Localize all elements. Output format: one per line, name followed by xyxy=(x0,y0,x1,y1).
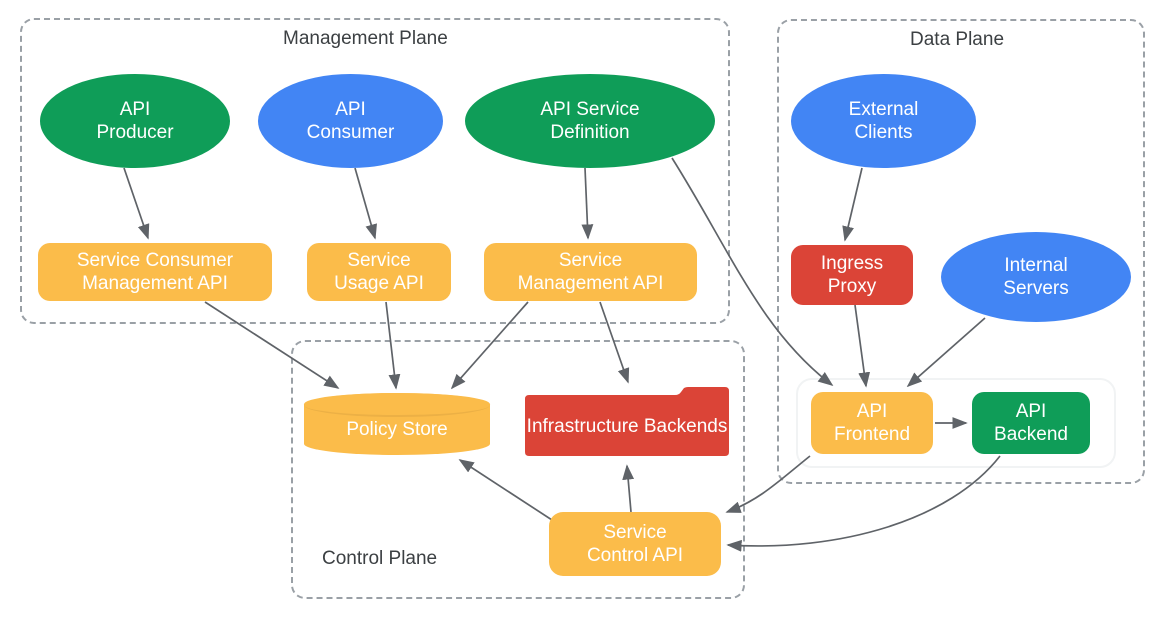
node-label-ingress-proxy: Ingress Proxy xyxy=(820,253,884,297)
node-infrastructure-backends[interactable]: Infrastructure Backends xyxy=(521,387,733,460)
node-service-control-api[interactable]: Service Control API xyxy=(549,512,721,576)
node-label-external-clients: External Clients xyxy=(848,99,919,143)
node-label-internal-servers: Internal Servers xyxy=(1003,255,1069,299)
node-service-usage-api[interactable]: Service Usage API xyxy=(307,243,451,301)
node-internal-servers[interactable]: Internal Servers xyxy=(941,232,1131,322)
folder-shape xyxy=(525,387,729,456)
node-api-frontend[interactable]: API Frontend xyxy=(811,392,933,454)
node-api-backend[interactable]: API Backend xyxy=(972,392,1090,454)
node-label-api-producer: API Producer xyxy=(96,99,174,143)
node-service-consumer-management-api[interactable]: Service Consumer Management API xyxy=(38,243,272,301)
node-label-service-management-api: Service Management API xyxy=(517,250,664,294)
node-external-clients[interactable]: External Clients xyxy=(791,74,976,168)
node-api-producer[interactable]: API Producer xyxy=(40,74,230,168)
node-label-api-frontend: API Frontend xyxy=(833,401,911,445)
node-api-service-definition[interactable]: API Service Definition xyxy=(465,74,715,168)
node-label-service-consumer-management-api: Service Consumer Management API xyxy=(76,250,234,294)
node-policy-store[interactable]: Policy Store xyxy=(304,393,490,455)
node-label-service-control-api: Service Control API xyxy=(586,522,684,566)
node-label-api-service-definition: API Service Definition xyxy=(540,99,640,143)
node-label-api-consumer: API Consumer xyxy=(306,99,395,143)
node-label-policy-store: Policy Store xyxy=(346,418,448,440)
node-label-service-usage-api: Service Usage API xyxy=(334,250,424,294)
plane-label-data: Data Plane xyxy=(910,29,1005,50)
node-label-api-backend: API Backend xyxy=(994,401,1068,445)
plane-label-control: Control Plane xyxy=(322,548,438,569)
node-service-management-api[interactable]: Service Management API xyxy=(484,243,697,301)
node-api-consumer[interactable]: API Consumer xyxy=(258,74,443,168)
node-label-infrastructure-backends: Infrastructure Backends xyxy=(526,416,728,437)
plane-label-management: Management Plane xyxy=(283,28,448,49)
node-ingress-proxy[interactable]: Ingress Proxy xyxy=(791,245,913,305)
